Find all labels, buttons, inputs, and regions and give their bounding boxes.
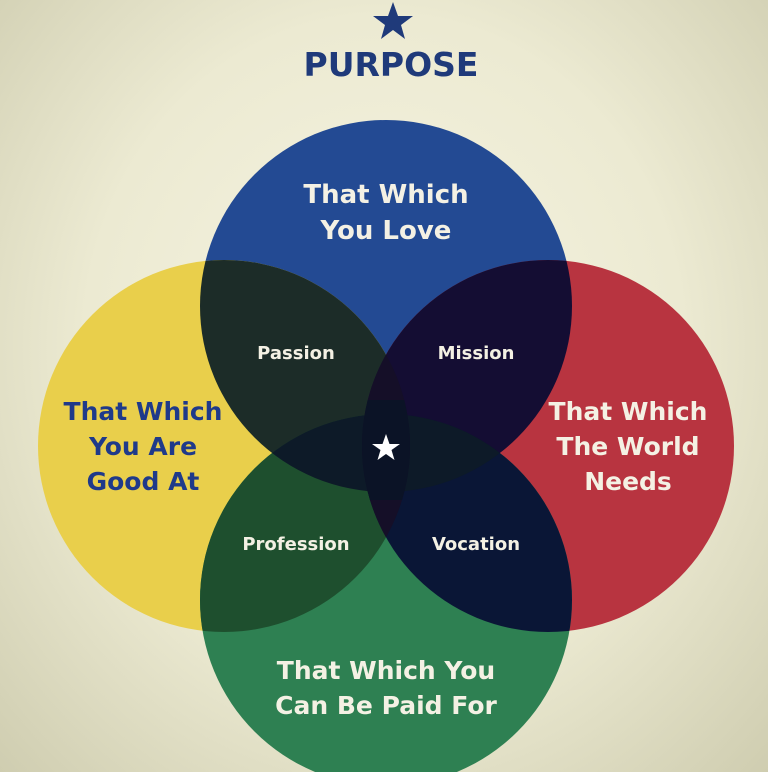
love-label-2: You Love bbox=[320, 216, 452, 246]
purpose-title: PURPOSE bbox=[304, 45, 479, 84]
star-icon bbox=[373, 2, 413, 39]
center-star-icon bbox=[372, 434, 400, 460]
passion-label: Passion bbox=[257, 343, 335, 364]
world-needs-label-1: That Which bbox=[549, 397, 708, 426]
good-at-label-3: Good At bbox=[87, 467, 200, 496]
good-at-label-2: You Are bbox=[88, 432, 197, 461]
paid-for-label-2: Can Be Paid For bbox=[275, 691, 497, 720]
mission-label: Mission bbox=[438, 343, 515, 364]
paid-for-label-1: That Which You bbox=[277, 656, 495, 685]
good-at-label-1: That Which bbox=[64, 397, 223, 426]
world-needs-label-2: The World bbox=[556, 432, 699, 461]
love-label-1: That Which bbox=[303, 180, 468, 210]
world-needs-label-3: Needs bbox=[584, 467, 672, 496]
profession-label: Profession bbox=[242, 534, 349, 555]
vocation-label: Vocation bbox=[432, 534, 520, 555]
